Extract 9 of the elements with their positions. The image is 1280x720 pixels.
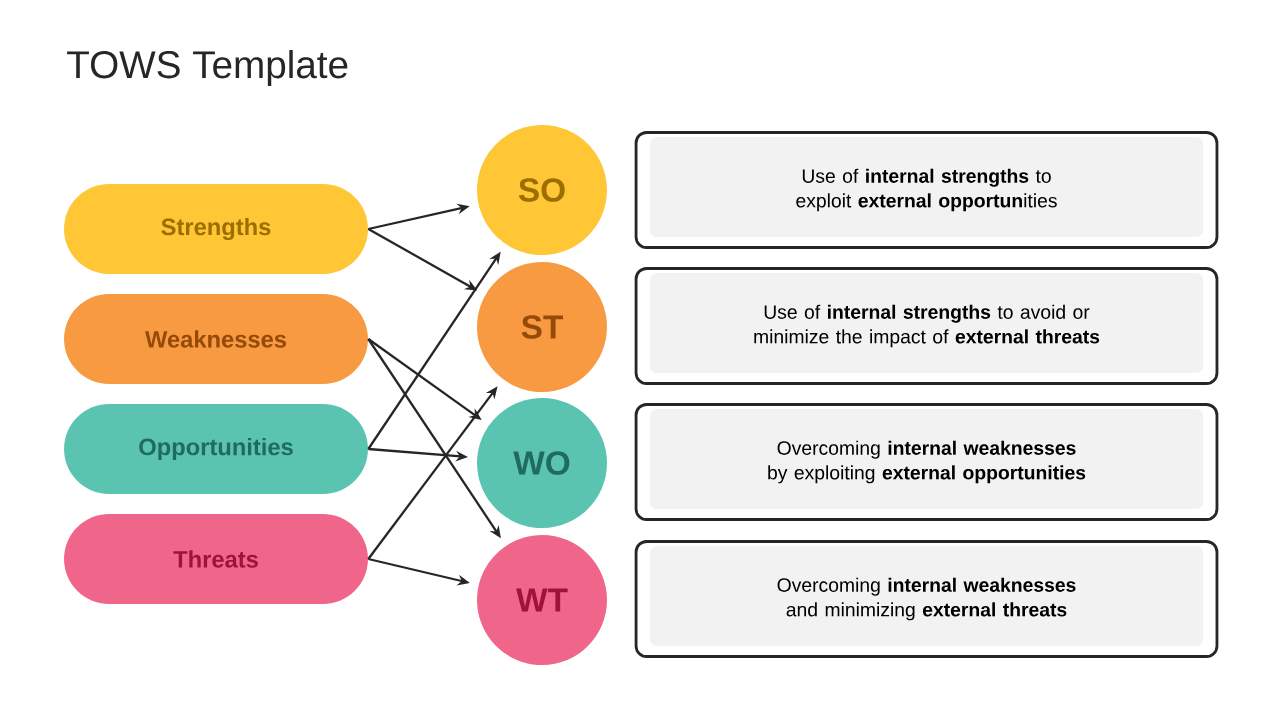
description-box: Use of internal strengths to exploit external opportunities bbox=[634, 131, 1219, 249]
title: TOWS Template bbox=[67, 49, 348, 86]
description-box: Overcoming internal weaknesses by exploiting external opportunities bbox=[634, 403, 1219, 521]
category-pill: Threats bbox=[64, 514, 368, 604]
category-pill: Weaknesses bbox=[64, 294, 368, 384]
description-box: Overcoming internal weaknesses and minimizing external threats bbox=[634, 540, 1219, 658]
description-box: Use of internal strengths to avoid or minimize the impact of external threats bbox=[634, 267, 1219, 385]
category-pill: Strengths bbox=[64, 184, 368, 274]
category-pill: Opportunities bbox=[64, 404, 368, 494]
